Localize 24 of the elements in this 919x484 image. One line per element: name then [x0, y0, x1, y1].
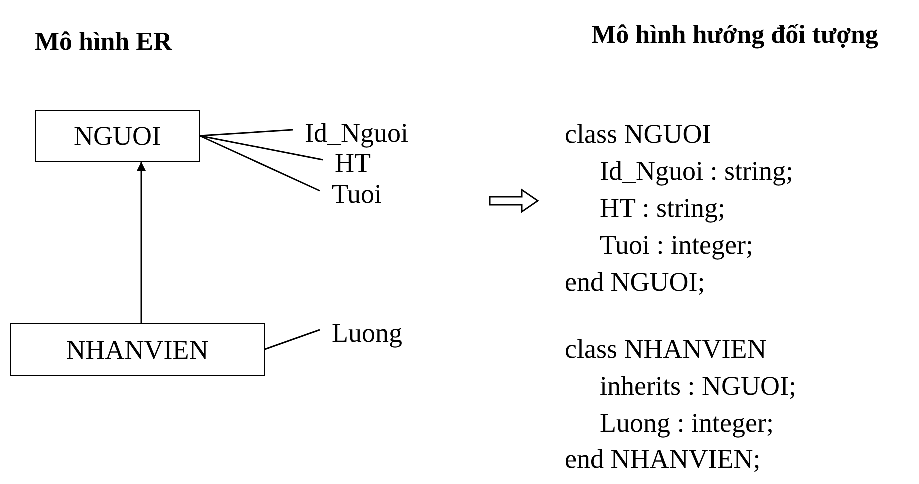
connector-line [264, 329, 320, 350]
code-line: class NGUOI [565, 118, 712, 150]
code-line: inherits : NGUOI; [600, 370, 796, 402]
code-line: HT : string; [600, 192, 726, 224]
entity-box [10, 323, 265, 376]
connector-line [200, 129, 294, 137]
attribute-label: Luong [332, 318, 442, 350]
code-line: class NHANVIEN [565, 333, 767, 365]
code-line: end NHANVIEN; [565, 443, 761, 475]
section-heading: Mô hình hướng đối tượng [590, 19, 880, 51]
code-line: Id_Nguoi : string; [600, 155, 794, 187]
entity-name: NHANVIEN [66, 334, 209, 364]
attribute-label: Tuoi [332, 179, 412, 211]
connector-line [200, 135, 324, 161]
attribute-label: Id_Nguoi [305, 118, 445, 150]
section-heading: Mô hình ER [35, 26, 172, 58]
code-line: Tuoi : integer; [600, 229, 754, 261]
attribute-label: HT [335, 148, 395, 180]
code-line: end NGUOI; [565, 266, 706, 298]
entity-box [35, 110, 200, 162]
connector-line [200, 135, 320, 192]
code-line: Luong : integer; [600, 407, 774, 439]
arrow [137, 162, 146, 323]
entity-name: NGUOI [74, 121, 161, 151]
